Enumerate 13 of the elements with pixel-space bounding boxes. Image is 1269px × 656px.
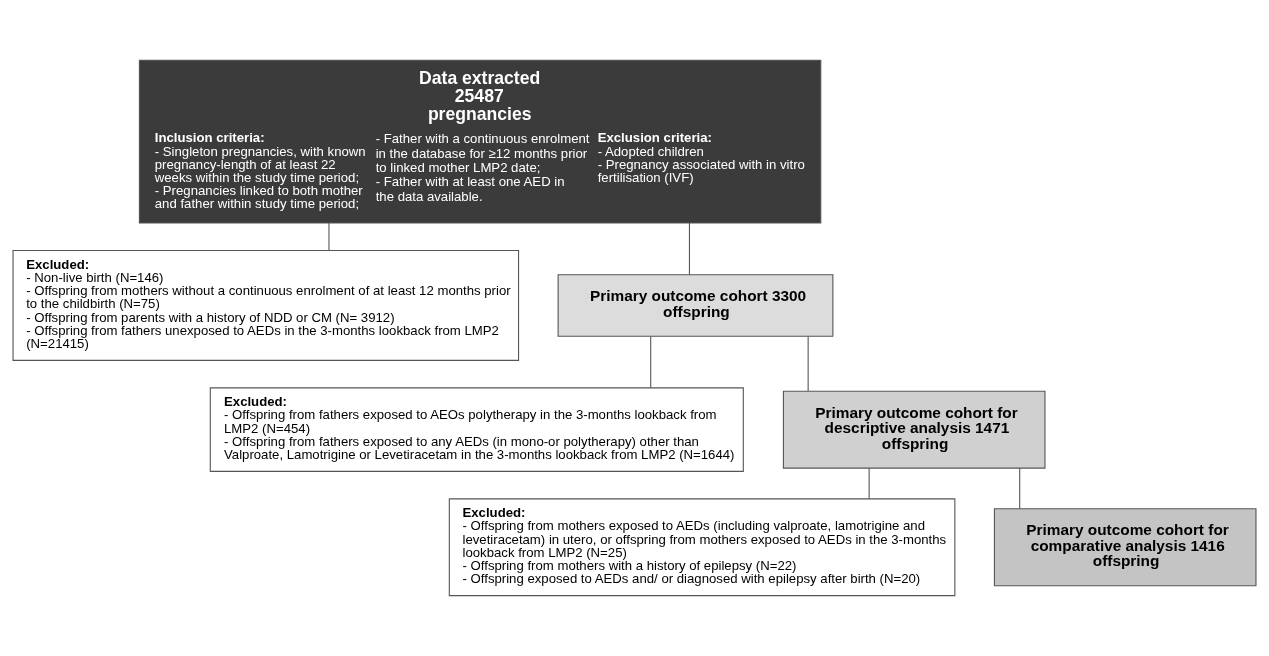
node-box: Excluded: - Offspring from fathers exposed to AEOs polytherapy in the 3-months lookback from LMP2 (N=454) - Offspring from fathers exposed to any AEDs (in mono-or polytherapy) other than Valproate, Lamotrigine or Levetiracetam in the 3-months lookback from LMP2 (N=1644) [209,387,744,472]
connector [868,467,870,500]
node-box: Excluded: - Offspring from mothers exposed to AEDs (including valproate, lamotrigine and levetiracetam) in utero, or offspring from mothers exposed to AEDs in the 3-months lookback from LMP2 (N=25) - Offspring from mothers with a history of epilepsy (N=22) - Offspring exposed to AEDs and/ or diagnosed with epilepsy after birth (N=20) [448,498,956,597]
node-box: Primary outcome cohort 3300 offspring [557,274,834,337]
connector [807,335,809,392]
connector [688,222,690,275]
node-box: Primary outcome cohort for comparative analysis 1416 offspring [993,508,1257,587]
connector [1019,467,1021,510]
node-box: Primary outcome cohort for descriptive analysis 1471 offspring [782,390,1046,469]
connector [328,222,330,251]
node-box: Excluded: - Non-live birth (N=146) - Offspring from mothers without a continuous enrolment of at least 12 months prior to the childbirth (N=75) - Offspring from parents with a history of NDD or CM (N= 3912) - Offspring from fathers unexposed to AEDs in the 3-months lookback from LMP2 (N=21415) [12,249,520,361]
connector [650,335,652,389]
node-box: Data extracted 25487 pregnancies Inclusion criteria: - Singleton pregnancies, with known pregnancy-length of at least 22 weeks within the study time period; - Pregnancies linked to both mother and father within study time period; - Father with a continuous enrolment in the database for ≥12 months prior to linked mother LMP2 date; - Father with at least one AED in the data available. Exclusion criteria: - Adopted children - Pregnancy associated with in vitro fertilisation (IVF) [138,59,822,224]
